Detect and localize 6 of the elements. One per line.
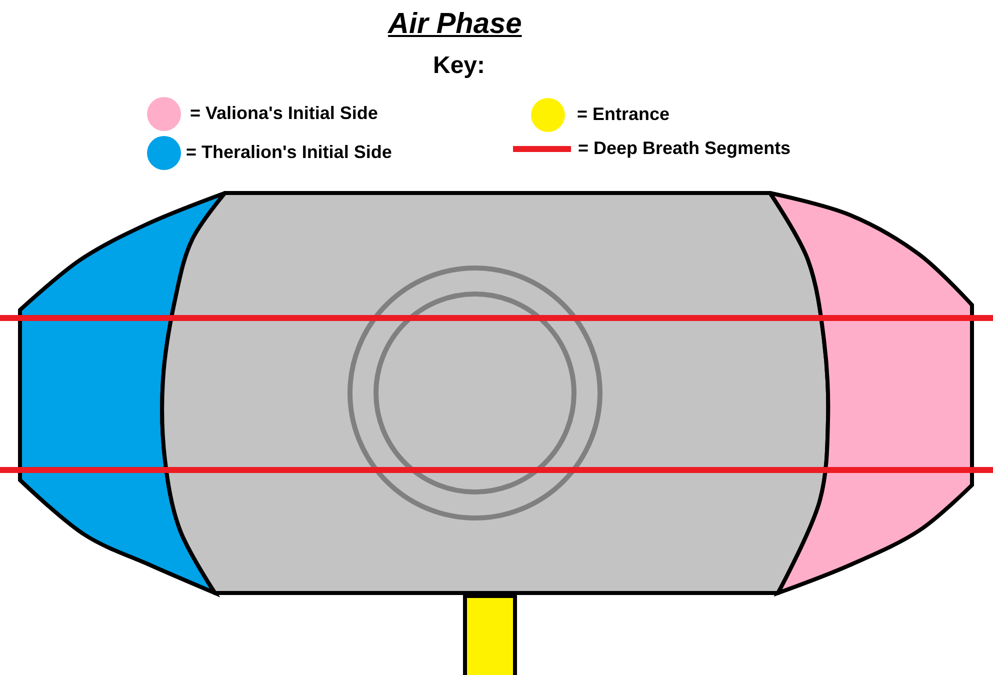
legend-text: = Valiona's Initial Side: [190, 103, 378, 124]
legend-text: = Theralion's Initial Side: [186, 142, 392, 163]
legend-text: = Deep Breath Segments: [578, 138, 791, 159]
diagram-title: Air Phase: [388, 8, 522, 41]
legend-heading: Key:: [433, 52, 486, 80]
legend-text: = Entrance: [577, 104, 670, 125]
